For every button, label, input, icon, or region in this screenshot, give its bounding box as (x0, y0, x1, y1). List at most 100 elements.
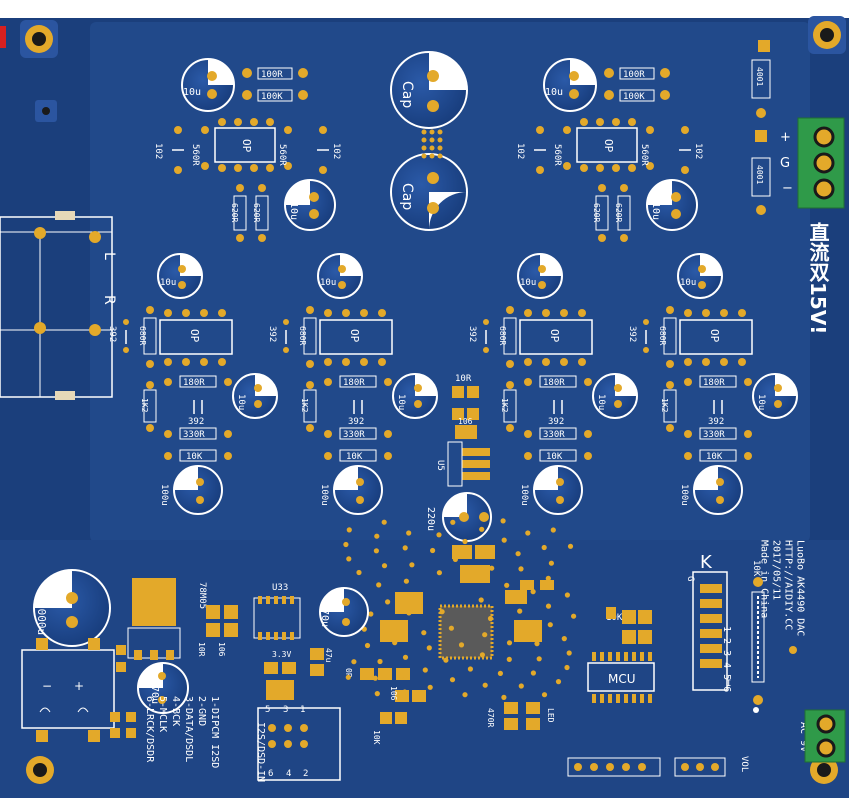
svg-text:K: K (700, 552, 713, 573)
via (351, 659, 357, 665)
svg-text:10u: 10u (545, 87, 563, 98)
pad (643, 347, 649, 353)
via (462, 538, 468, 545)
via (343, 541, 349, 548)
svg-text:102: 102 (153, 143, 163, 159)
pad (218, 358, 226, 366)
opamp-label: OP (188, 329, 201, 343)
svg-text:LuoBo AK4490 DAC: LuoBo AK4490 DAC (795, 540, 806, 636)
resistor-680r-label: 680R (138, 326, 147, 345)
pad (182, 309, 190, 317)
via (530, 670, 537, 676)
pad (643, 319, 649, 325)
pad (666, 306, 674, 314)
pad (360, 358, 368, 366)
via (448, 625, 454, 631)
pad (342, 309, 350, 317)
svg-text:OP: OP (240, 139, 253, 153)
resistor-1k2 (303, 389, 317, 423)
via (376, 582, 382, 588)
via (409, 562, 415, 568)
pad (324, 309, 332, 317)
svg-text:3.3V: 3.3V (272, 650, 291, 659)
via (406, 610, 412, 616)
via (406, 530, 412, 536)
k-pin-numbers: 1 2 3 4 5 6 (721, 626, 732, 692)
resistor-680r-label: 680R (658, 326, 667, 345)
via (373, 548, 379, 554)
resistor-680r (663, 317, 677, 355)
cap-10u-label: 10u (756, 394, 766, 410)
pad (738, 309, 746, 317)
opamp-label: OP (548, 329, 561, 343)
via (452, 556, 458, 563)
svg-text:100K: 100K (261, 92, 283, 102)
via (479, 652, 485, 658)
resistor-680r (303, 317, 317, 355)
resistor-10k (699, 449, 737, 462)
pad (556, 478, 564, 486)
resistor-180r-label: 180R (183, 378, 205, 388)
pad (178, 265, 186, 273)
svg-text:I: I (726, 679, 731, 689)
via (467, 666, 473, 672)
pad (684, 378, 692, 386)
pad (506, 381, 514, 389)
via (372, 675, 378, 681)
pin-description: 6-LRCK/DSDR (144, 696, 155, 763)
via (398, 673, 404, 679)
svg-text:5: 5 (265, 705, 270, 715)
cap-10u-label: 10u (520, 278, 536, 288)
via (482, 632, 488, 638)
pad (524, 430, 532, 438)
opamp-outline (679, 319, 753, 355)
svg-text:10R: 10R (455, 374, 472, 384)
via (402, 654, 409, 660)
svg-text:560R: 560R (639, 144, 649, 166)
pad (542, 309, 550, 317)
resistor-1k2 (503, 389, 517, 423)
resistor-180r (179, 375, 217, 388)
svg-text:106: 106 (389, 686, 398, 701)
via (450, 519, 456, 525)
cap-10u-label: 10u (183, 87, 201, 98)
resistor-330r-label: 330R (703, 430, 725, 440)
pad (720, 309, 728, 317)
mcu-block: 10K MCU (587, 607, 655, 703)
via (520, 624, 526, 630)
resistor-330r (699, 427, 737, 440)
power-input-connector: 4001 4001 + G − 直流双15V! (751, 40, 845, 335)
pad (716, 478, 724, 486)
svg-text:102: 102 (693, 143, 703, 159)
via (364, 642, 371, 649)
resistor-330r (539, 427, 577, 440)
svg-text:620R: 620R (252, 203, 261, 222)
pad (283, 347, 289, 353)
via (571, 613, 577, 619)
cap-392-label: 392 (267, 326, 277, 342)
pad (538, 265, 546, 273)
via (564, 664, 570, 671)
via (377, 658, 383, 665)
svg-text:620R: 620R (230, 203, 239, 222)
resistor-1k2-label: 1K2 (500, 398, 509, 413)
resistor-680r-label: 680R (298, 326, 307, 345)
resistor-330r-label: 330R (543, 430, 565, 440)
svg-text:I2S/DSD-IN: I2S/DSD-IN (255, 722, 266, 782)
svg-text:270u: 270u (149, 680, 160, 704)
via (422, 667, 428, 673)
svg-text:−: − (42, 679, 52, 693)
resistor-330r-label: 330R (183, 430, 205, 440)
resistor-10k (339, 449, 377, 462)
via (374, 533, 380, 539)
resistor-180r (699, 375, 737, 388)
via (545, 575, 551, 582)
pad (702, 358, 710, 366)
power-spec-label: 直流双15V! (806, 221, 830, 335)
pad (744, 378, 752, 386)
via (489, 565, 495, 571)
pad (483, 347, 489, 353)
via (504, 582, 510, 588)
pad (324, 452, 332, 460)
